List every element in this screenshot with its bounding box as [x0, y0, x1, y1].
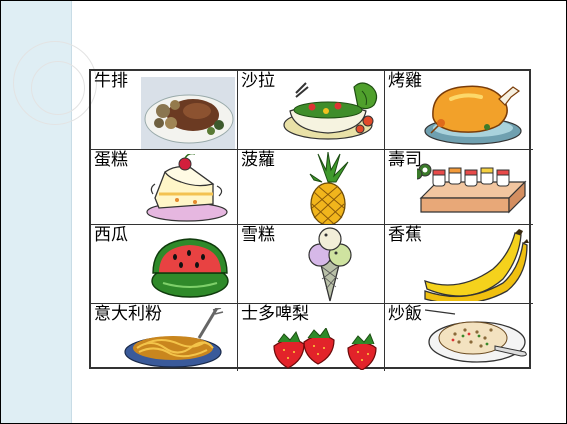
food-cell-sushi: 壽司: [385, 150, 533, 225]
roast-chicken-icon: [424, 85, 522, 145]
slide-left-divider: [71, 1, 72, 423]
strawberries-icon: [273, 328, 377, 370]
decorative-ring-large: [13, 41, 97, 125]
food-cell-pineapple: 菠蘿: [238, 150, 385, 225]
food-label: 壽司: [388, 150, 422, 170]
food-cell-steak: 牛排: [91, 71, 238, 150]
food-cell-roast-chicken: 烤雞: [385, 71, 533, 150]
fried-rice-plate-icon: [425, 309, 527, 363]
food-cell-spaghetti: 意大利粉: [91, 304, 238, 371]
food-cell-fried-rice: 炒飯: [385, 304, 533, 371]
spaghetti-plate-icon: [124, 308, 224, 368]
food-label: 牛排: [94, 71, 128, 91]
cake-slice-icon: [146, 154, 228, 222]
food-label: 雪糕: [241, 225, 275, 245]
food-label: 西瓜: [94, 225, 128, 245]
decorative-ring-small: [31, 61, 85, 115]
banana-icon: [424, 229, 529, 301]
food-cell-strawberries: 士多啤梨: [238, 304, 385, 371]
food-cell-watermelon: 西瓜: [91, 225, 238, 304]
food-label: 菠蘿: [241, 150, 275, 170]
steak-plate-icon: [141, 77, 235, 149]
watermelon-icon: [151, 238, 229, 298]
food-picture-grid: 牛排 沙拉: [89, 69, 533, 371]
food-cell-ice-cream: 雪糕: [238, 225, 385, 304]
ice-cream-cone-icon: [308, 227, 352, 302]
food-cell-cake: 蛋糕: [91, 150, 238, 225]
pineapple-icon: [309, 152, 349, 224]
food-cell-banana: 香蕉: [385, 225, 533, 304]
food-label: 蛋糕: [94, 150, 128, 170]
food-label: 炒飯: [388, 304, 422, 324]
food-label: 香蕉: [388, 225, 422, 245]
food-label: 烤雞: [388, 71, 422, 91]
food-label: 沙拉: [241, 71, 275, 91]
sushi-platter-icon: [417, 163, 527, 214]
food-cell-salad: 沙拉: [238, 71, 385, 150]
food-label: 意大利粉: [94, 304, 162, 324]
food-label: 士多啤梨: [241, 304, 309, 324]
salad-bowl-icon: [283, 82, 378, 140]
